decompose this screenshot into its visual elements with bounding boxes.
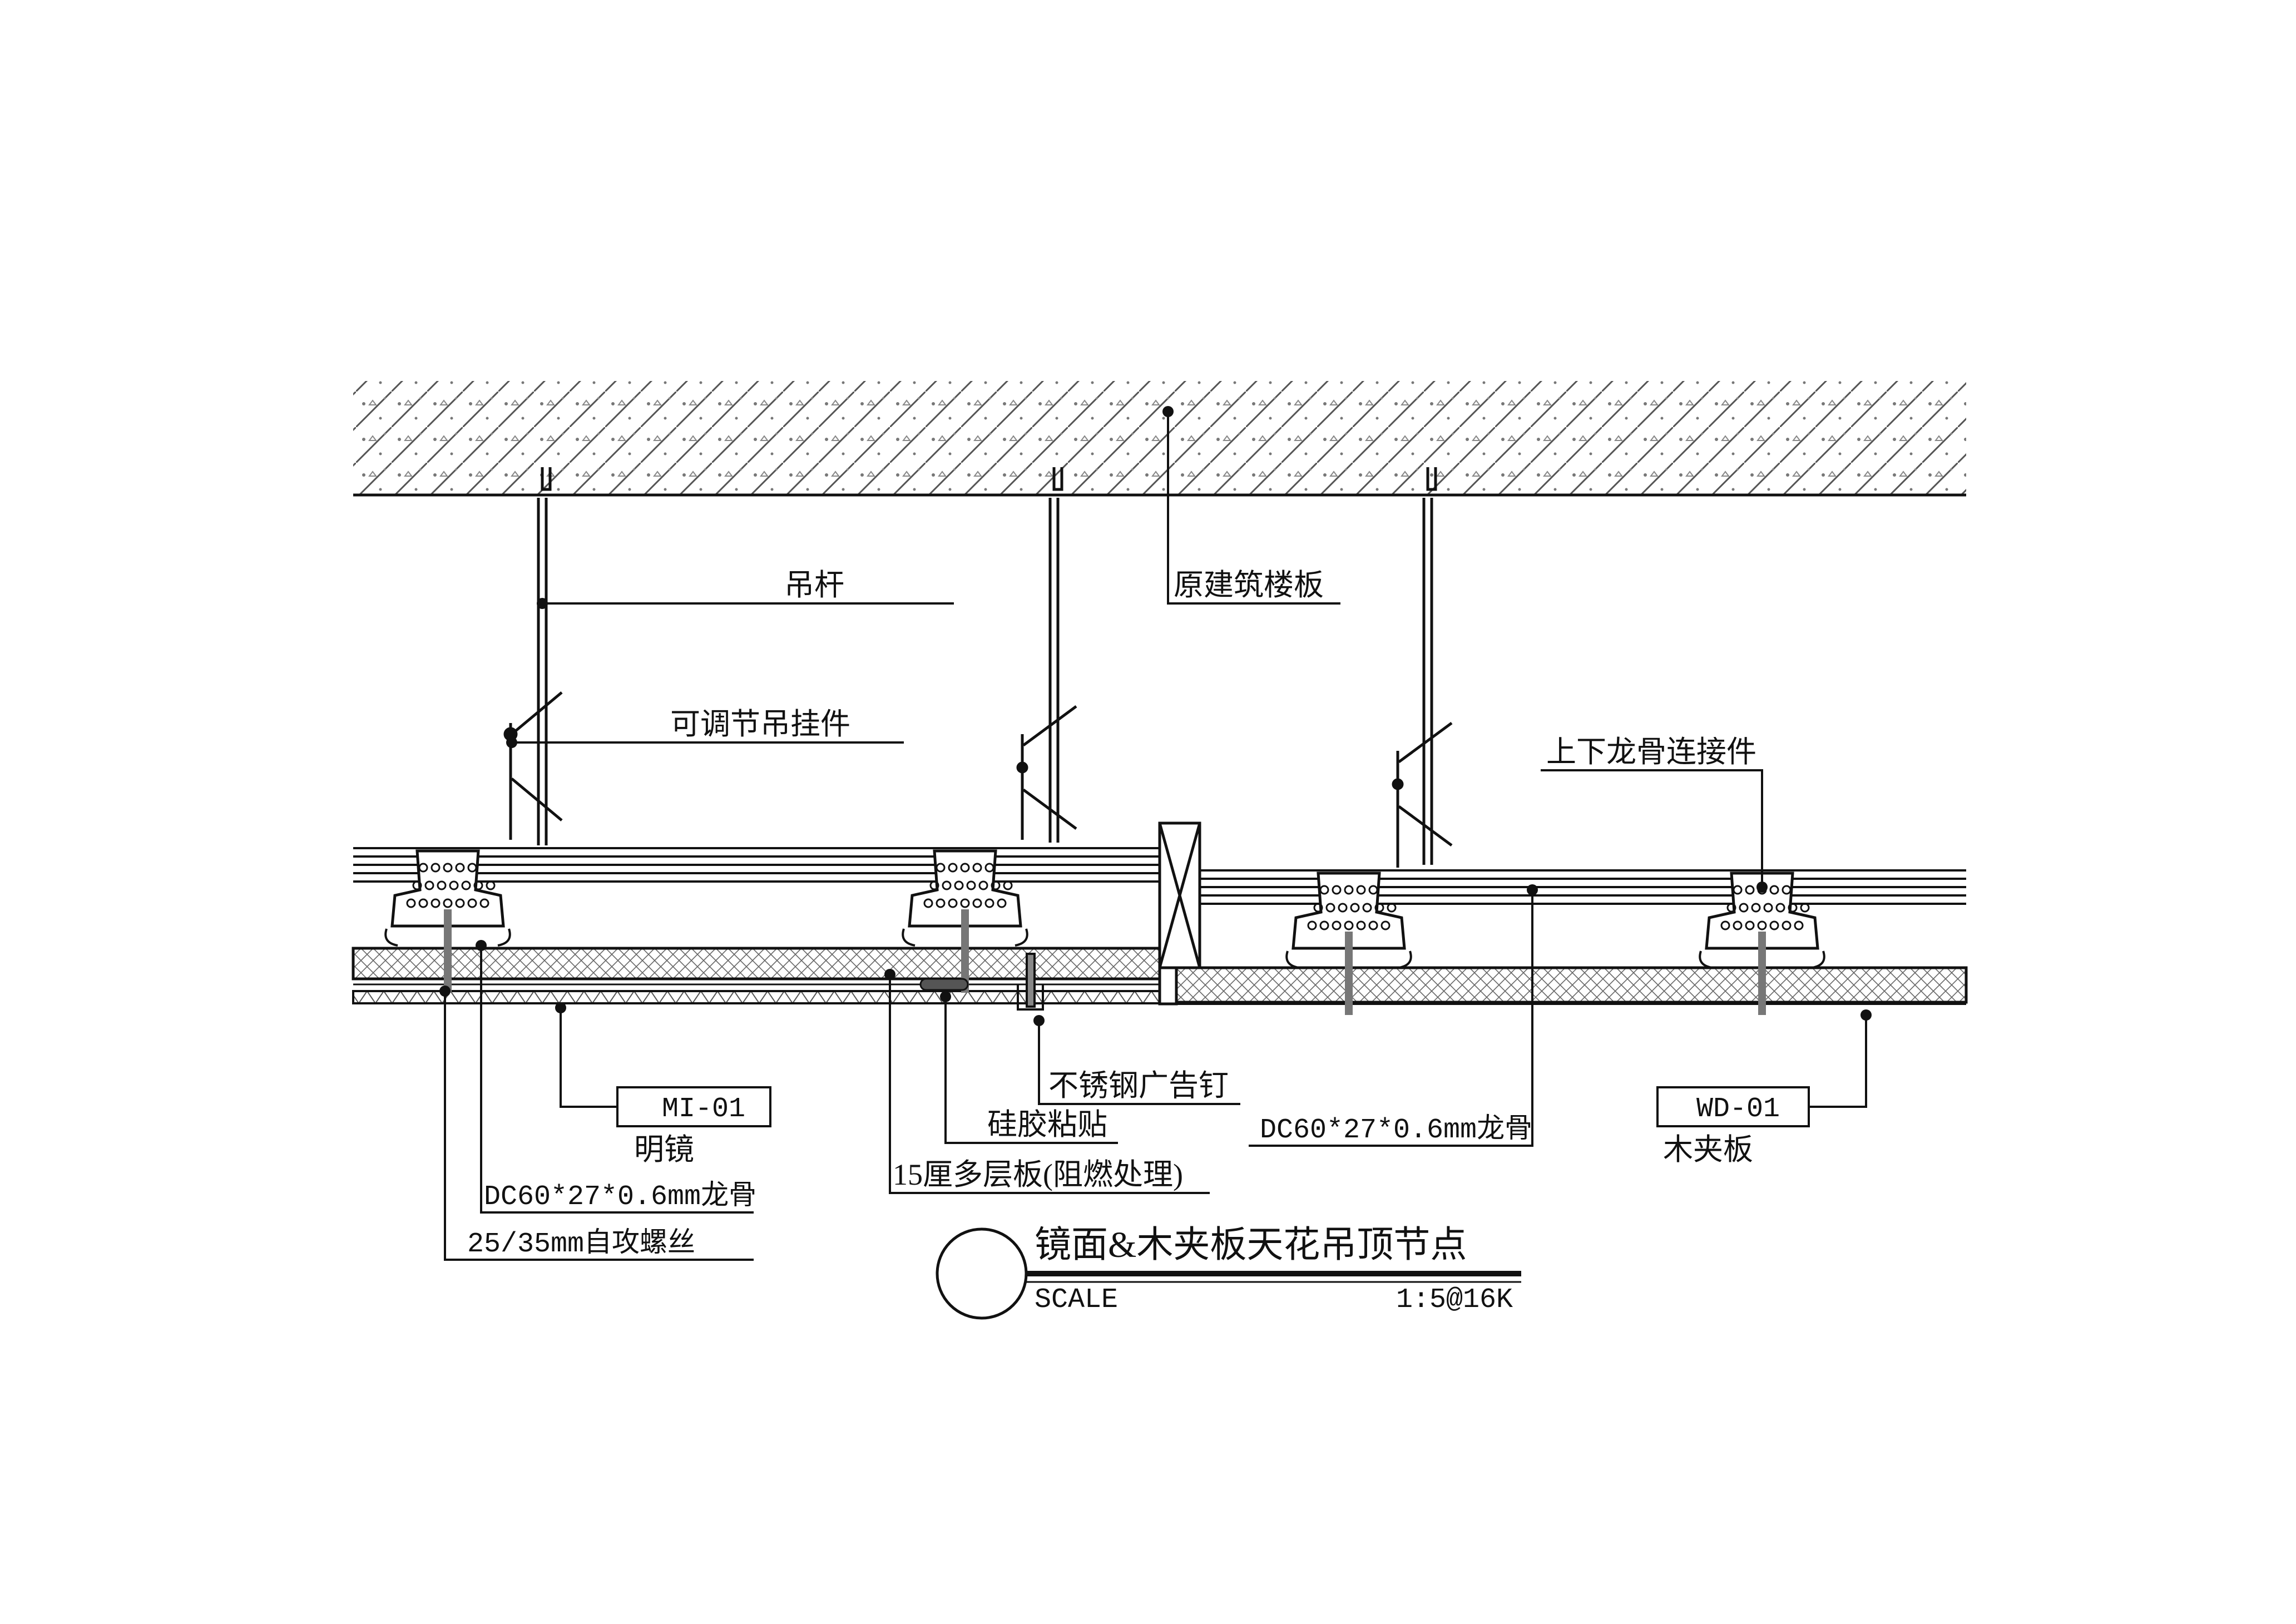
wd-01-tag bbox=[1656, 1086, 1810, 1127]
wd-01-code: WD-01 bbox=[1696, 1093, 1780, 1125]
label-keel-right: DC60*27*0.6mm龙骨 bbox=[1260, 1113, 1532, 1146]
label-keel-connector: 上下龙骨连接件 bbox=[1546, 735, 1756, 769]
upper-keel-right bbox=[1199, 869, 1966, 905]
steel-nail bbox=[1017, 953, 1044, 1011]
mi-01-name: 明镜 bbox=[634, 1133, 694, 1166]
drawing-title: 镜面&木夹板天花吊顶节点 bbox=[1035, 1225, 1467, 1265]
silicone-bond bbox=[919, 978, 969, 991]
title-block: 镜面&木夹板天花吊顶节点 SCALE 1:5@16K bbox=[936, 1225, 1521, 1320]
multilayer-board-right bbox=[1175, 966, 1968, 1005]
detail-circle bbox=[936, 1227, 1028, 1320]
label-silicone-bond: 硅胶粘贴 bbox=[987, 1108, 1107, 1141]
label-steel-nail: 不锈钢广告钉 bbox=[1048, 1069, 1229, 1102]
upper-keel-left bbox=[353, 847, 1160, 883]
mi-01-code: MI-01 bbox=[662, 1093, 745, 1125]
board-joint bbox=[1158, 968, 1178, 1006]
leader-dots bbox=[439, 406, 1872, 1026]
keel-profiles bbox=[384, 849, 1825, 1015]
label-adjustable-hanger: 可调节吊挂件 bbox=[670, 707, 850, 741]
label-screw: 25/35mm自攻螺丝 bbox=[467, 1227, 695, 1260]
keel-clip-1 bbox=[384, 849, 511, 993]
label-multilayer-board: 15厘多层板(阻燃处理) bbox=[893, 1158, 1183, 1191]
scale-value: 1:5@16K bbox=[1396, 1284, 1513, 1316]
keel-clip-4 bbox=[1699, 872, 1825, 1015]
mirror-layer bbox=[352, 983, 1161, 1004]
wood-block bbox=[1158, 821, 1201, 969]
keel-clip-3 bbox=[1285, 872, 1412, 1015]
multilayer-board-left bbox=[352, 947, 1161, 981]
label-original-slab: 原建筑楼板 bbox=[1174, 568, 1324, 602]
mi-01-tag bbox=[616, 1086, 771, 1127]
label-keel-left: DC60*27*0.6mm龙骨 bbox=[484, 1180, 756, 1213]
label-hanger-rod: 吊杆 bbox=[784, 568, 844, 602]
hanger-rods bbox=[537, 467, 1437, 865]
concrete-slab bbox=[353, 381, 1966, 497]
adjustable-hangers bbox=[503, 691, 1453, 868]
leader-lines bbox=[444, 412, 1867, 1261]
wd-01-name: 木夹板 bbox=[1663, 1133, 1753, 1166]
scale-label: SCALE bbox=[1035, 1284, 1118, 1316]
keel-clip-2 bbox=[902, 849, 1028, 993]
